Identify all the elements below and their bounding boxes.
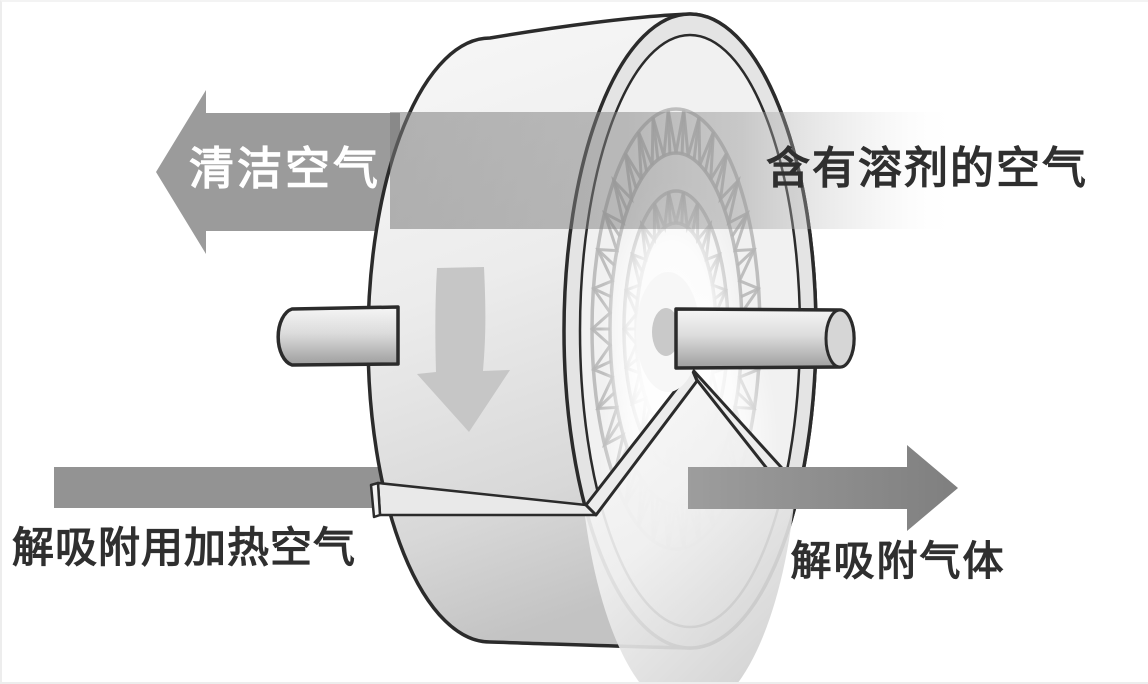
left-arrow-icon [156,90,400,254]
clean-air-arrow [156,90,400,254]
axle-right-cap [824,308,856,369]
desorption-heated-air-bar [54,467,386,508]
desorption-heated-air-label: 解吸附用加热空气 [12,524,356,571]
hub-core [652,308,680,356]
wedge-channel-left-face [369,481,382,519]
solvent-laden-air-label: 含有溶剂的空气 [766,144,1088,193]
solvent-air-band [390,112,958,229]
desorbed-gas-label: 解吸附气体 [791,538,1006,584]
rotation-down-arrow-icon [417,267,510,432]
desorbed-gas-arrow right-arrow-icon [688,445,958,531]
axle-left [276,305,400,367]
desorption-sector-wedge [369,367,802,682]
axle-assembly [276,272,856,392]
clean-air-label: 清洁空气 [189,143,381,194]
